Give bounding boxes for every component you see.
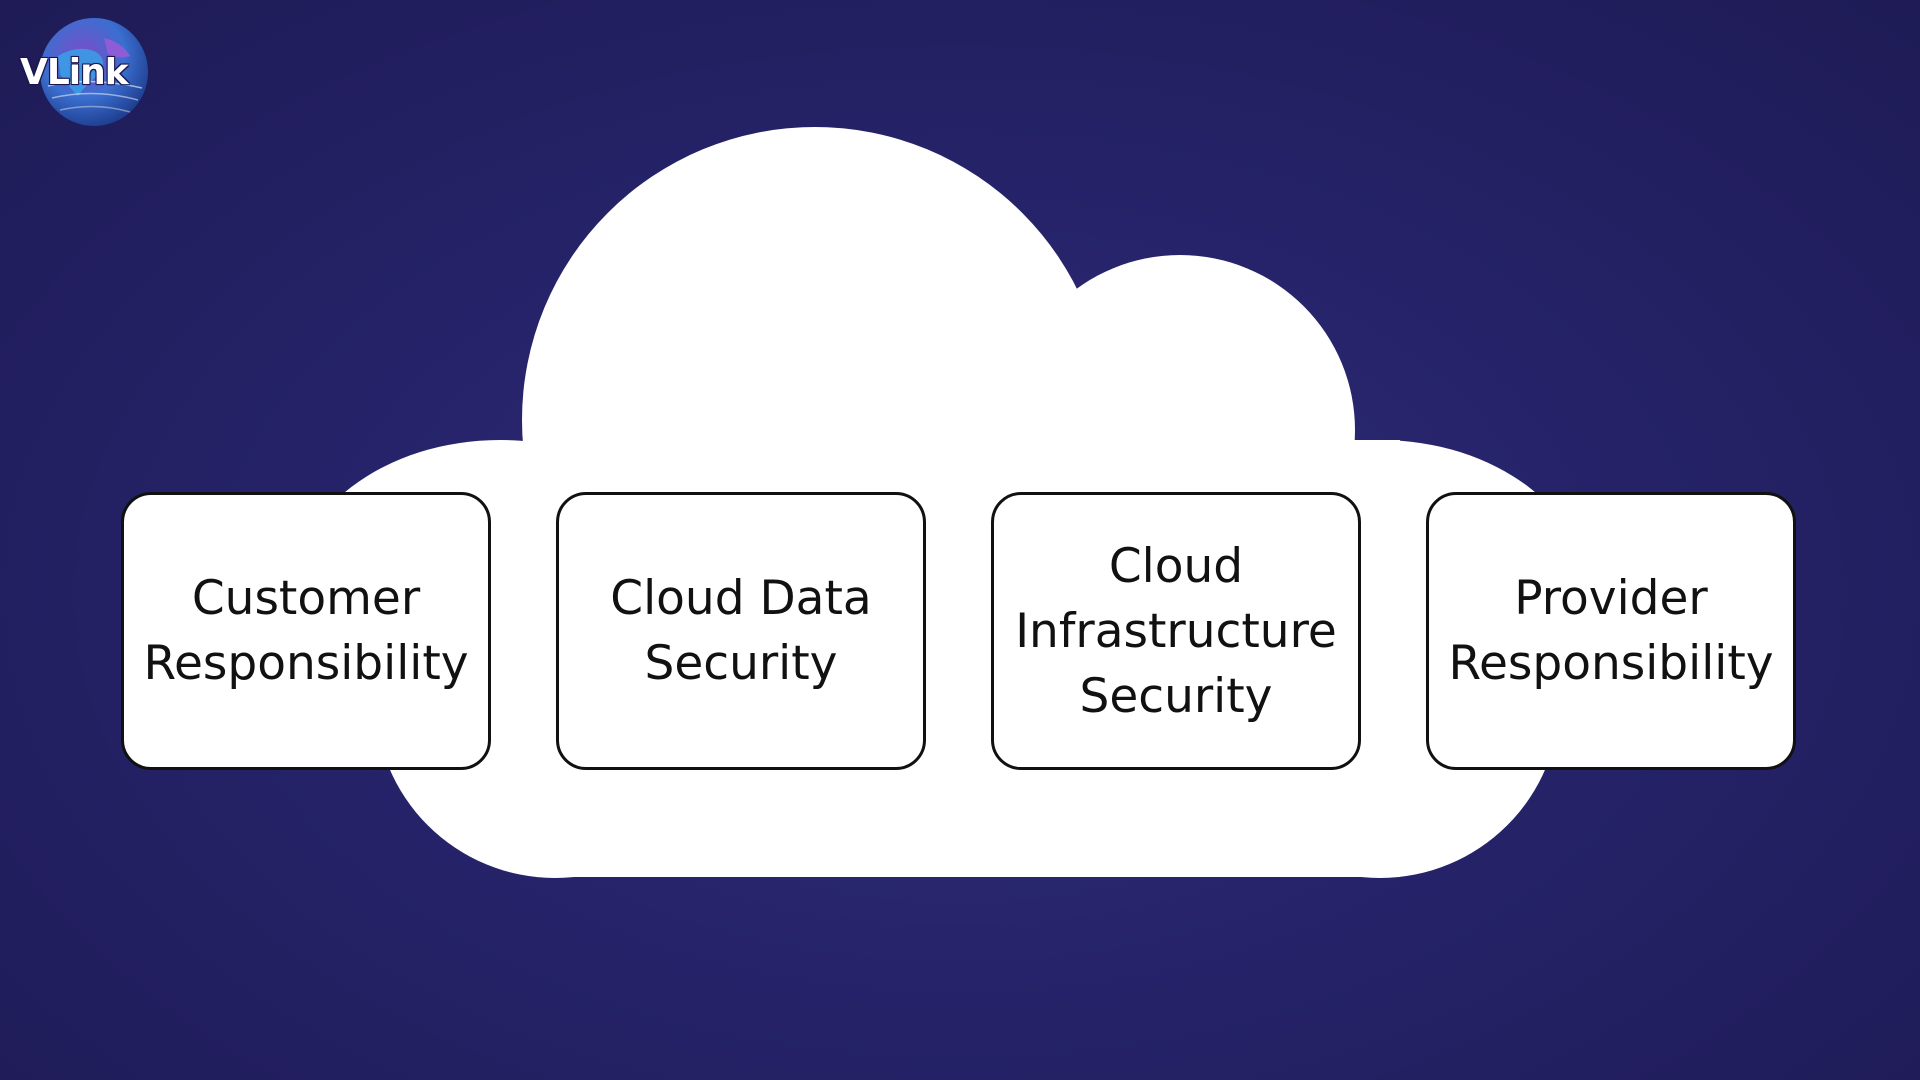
customer-responsibility-box: Customer Responsibility — [121, 492, 491, 770]
box-label-line: Cloud Data — [610, 571, 872, 626]
box-label-line: Infrastructure — [1015, 603, 1337, 659]
box-label-line: Responsibility — [143, 636, 469, 691]
box-label-line: Customer — [191, 571, 421, 626]
logo-text: VLink — [20, 52, 129, 93]
box-label: Provider Responsibility — [1429, 566, 1793, 696]
vlink-logo: VLink — [18, 16, 178, 131]
box-label-line: Responsibility — [1448, 636, 1774, 691]
box-label: Cloud Infrastructure Security — [994, 534, 1358, 729]
box-label: Customer Responsibility — [124, 566, 488, 696]
box-label-line: Security — [1079, 668, 1273, 724]
cloud-infrastructure-security-box: Cloud Infrastructure Security — [991, 492, 1361, 770]
box-label-line: Cloud — [1108, 538, 1244, 594]
cloud-data-security-box: Cloud Data Security — [556, 492, 926, 770]
box-label-line: Security — [644, 636, 838, 691]
box-label-line: Provider — [1514, 571, 1708, 626]
globe-icon — [40, 18, 148, 126]
box-label: Cloud Data Security — [559, 566, 923, 696]
provider-responsibility-box: Provider Responsibility — [1426, 492, 1796, 770]
